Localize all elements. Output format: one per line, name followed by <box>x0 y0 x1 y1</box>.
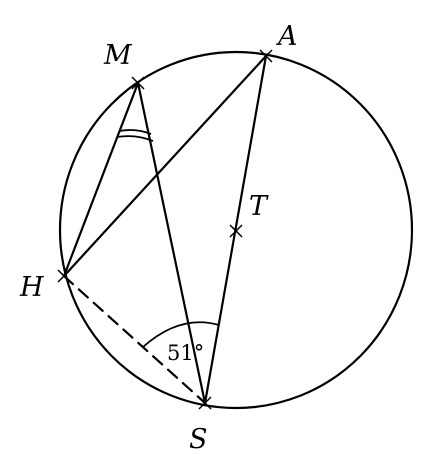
segment-h-a <box>62 54 268 278</box>
segment-h-s-dashed <box>62 274 207 405</box>
angle-arc-m-inner <box>118 129 152 135</box>
point-label-s: S <box>189 424 208 455</box>
point-label-m: M <box>103 40 133 71</box>
point-marker-t <box>229 224 243 238</box>
point-label-h: H <box>19 272 44 303</box>
point-label-t: T <box>249 191 269 222</box>
point-marker-a <box>259 49 273 63</box>
point-marker-h <box>57 269 71 283</box>
circle <box>58 50 414 410</box>
angle-arc-s <box>142 321 220 348</box>
point-marker-s <box>198 396 212 410</box>
segment-m-h <box>62 81 140 278</box>
angle-label-51: 51° <box>167 341 204 365</box>
point-marker-m <box>131 76 145 90</box>
point-label-a: A <box>275 21 298 52</box>
angle-arc-m-outer <box>116 135 154 142</box>
segment-m-s <box>136 81 207 405</box>
